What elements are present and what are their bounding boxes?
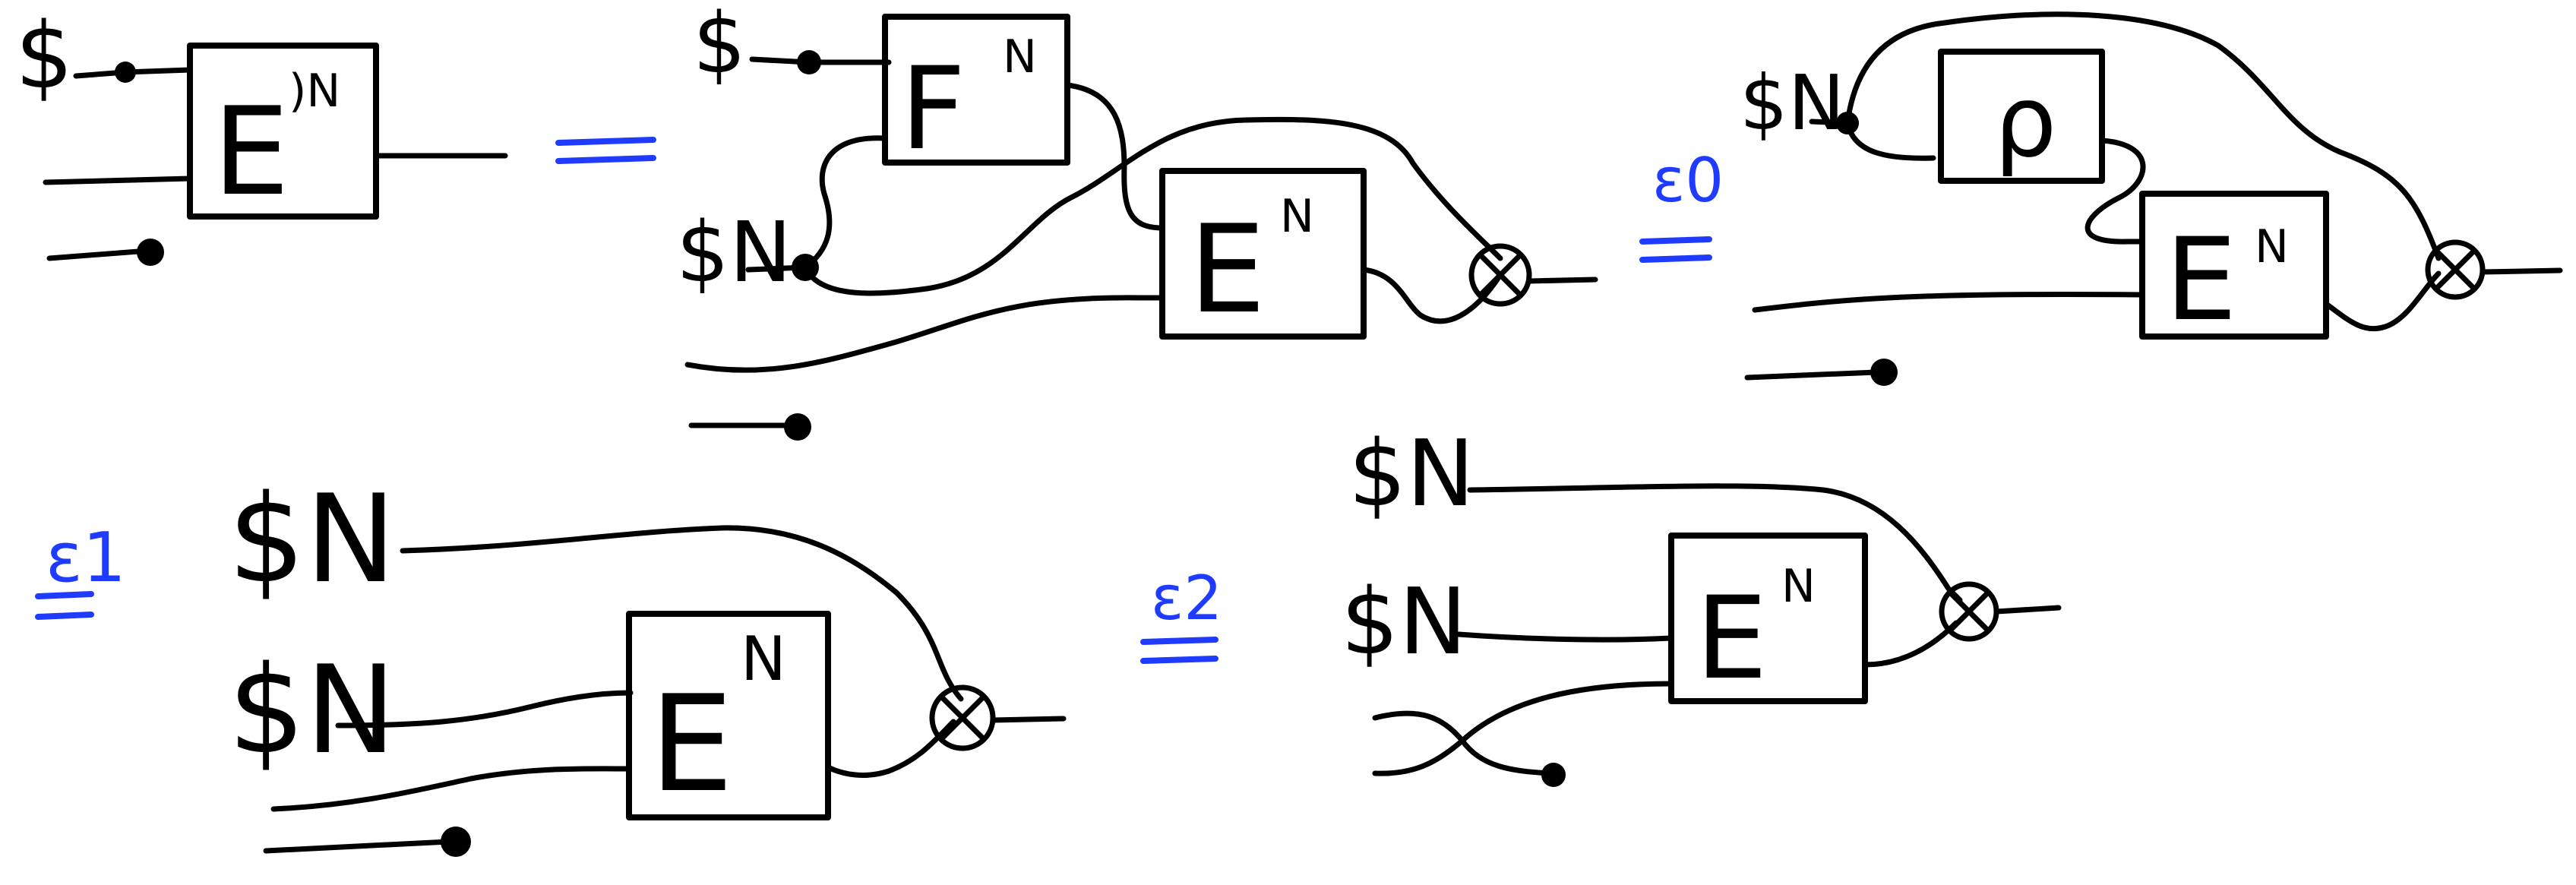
wire-rho-to-e [2085, 137, 2146, 245]
box-e-n [626, 611, 831, 820]
wire-into-f [802, 135, 888, 270]
wire-top [400, 525, 964, 702]
wire [1809, 119, 1851, 126]
box-e-exponent: N [1280, 190, 1314, 243]
wire [749, 56, 892, 65]
tensor-cross [1948, 590, 1990, 633]
diagram-4: $N $N E N [228, 468, 1067, 857]
coin-n-label: $N [1740, 58, 1844, 147]
wire-into-rho [1844, 120, 1936, 161]
box-e-n [1159, 168, 1367, 340]
box-e-letter: E [213, 81, 289, 223]
box-e-exponent: N [1781, 560, 1816, 613]
wire-top [1844, 11, 2442, 261]
box-rho [1938, 49, 2105, 184]
wire-long [802, 116, 1503, 296]
box-f-letter: F [900, 43, 966, 175]
wire-f-to-e [1064, 82, 1165, 231]
diagram-1: $ E )N [15, 4, 508, 266]
equals-eps0: ε0 [1639, 145, 1724, 263]
box-e-exponent: N [2255, 220, 2289, 273]
swap-wire-b [1372, 681, 1674, 776]
diagram-3: $N ρ E N [1740, 11, 2563, 386]
equals-sign [35, 591, 94, 620]
coin-n-label: $N [228, 468, 396, 610]
box-e-exponent: N [741, 624, 786, 694]
wire-e-out [1862, 620, 1959, 668]
equals-sign [1639, 236, 1712, 263]
equals-sign [555, 137, 656, 164]
tensor-cross [1478, 253, 1522, 297]
tensor-cross [939, 694, 986, 741]
wire [1744, 369, 1879, 381]
box-e-n [187, 43, 379, 220]
equals-sign [1140, 637, 1218, 664]
discard-dot [1870, 359, 1898, 386]
output-wire [2480, 267, 2563, 275]
box-e-exponent: )N [289, 65, 340, 118]
equals-1 [555, 137, 656, 164]
box-e-n [2139, 191, 2329, 340]
eps0-label: ε0 [1652, 145, 1724, 216]
coin-n-label: $N [676, 204, 792, 301]
output-wire [1526, 277, 1598, 284]
diagram-5: $N $N E N [1341, 422, 2062, 787]
coin-n-label: $N [1348, 422, 1474, 527]
box-f-n [882, 14, 1070, 166]
coin-n-label: $N [1341, 570, 1467, 675]
wire [73, 67, 193, 79]
wire [43, 175, 193, 185]
wire [745, 264, 808, 273]
box-e-letter: E [2165, 214, 2237, 346]
discard-dot [1541, 763, 1566, 787]
box-e-letter: E [1696, 573, 1768, 705]
discard-dot [137, 239, 164, 266]
equals-eps2: ε2 [1140, 563, 1222, 664]
box-e-n [1668, 533, 1868, 704]
coin-label: $ [15, 4, 73, 109]
wire [335, 690, 634, 729]
diagram-2: $ F N $N E N [676, 0, 1598, 441]
output-wire [1993, 605, 2062, 615]
box-rho-letter: ρ [1994, 64, 2057, 179]
box-f-exponent: N [1003, 30, 1037, 84]
wire-top [1467, 483, 1963, 603]
tensor-node [1468, 243, 1532, 307]
equals-eps1: ε1 [35, 518, 126, 620]
wire [1456, 631, 1674, 643]
coin-n-label: $N [228, 639, 396, 781]
tensor-cross [2434, 248, 2476, 291]
wire [46, 248, 151, 261]
output-wire [990, 716, 1067, 723]
wire [684, 295, 1165, 373]
wire [270, 766, 632, 812]
discard-dot [784, 413, 811, 441]
wire-e-out [2323, 270, 2442, 332]
wire [263, 839, 451, 854]
eps1-label: ε1 [46, 518, 126, 598]
box-e-letter: E [1189, 198, 1266, 340]
eps2-label: ε2 [1151, 563, 1222, 634]
box-e-letter: E [650, 668, 734, 822]
discard-dot [441, 827, 471, 857]
wire [1752, 291, 2145, 313]
coin-label: $ [693, 0, 746, 92]
